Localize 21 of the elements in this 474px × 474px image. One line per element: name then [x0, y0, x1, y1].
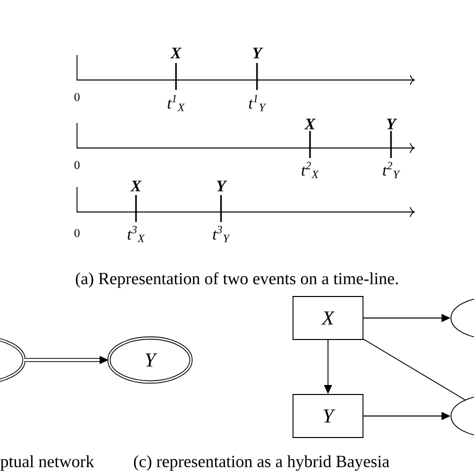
- variable-ellipse: [0, 335, 26, 385]
- variable-box: Y: [292, 394, 364, 438]
- origin-label: 0: [74, 160, 80, 170]
- event-label: X: [170, 48, 182, 58]
- variable-box: X: [292, 296, 364, 340]
- origin-label: 0: [74, 92, 80, 102]
- time-label: t$^{1}$Y: [249, 94, 266, 112]
- time-label: t$^{2}$Y: [383, 162, 400, 178]
- event-label: X: [304, 118, 316, 130]
- event-label: Y: [386, 118, 398, 130]
- time-label: t$^{3}$X: [128, 226, 145, 242]
- time-label: t$^{2}$X: [302, 162, 319, 178]
- event-label: X: [130, 180, 142, 192]
- event-label: Y: [252, 48, 264, 58]
- time-label: t$^{3}$Y: [213, 226, 230, 242]
- event-label: Y: [216, 180, 228, 192]
- time-label: t$^{1}$X: [168, 94, 185, 112]
- caption: ptual network: [0, 455, 94, 471]
- caption: (c) representation as a hybrid Bayesia: [134, 455, 390, 471]
- caption: (a) Representation of two events on a time-line.: [76, 272, 398, 288]
- origin-label: 0: [74, 228, 80, 238]
